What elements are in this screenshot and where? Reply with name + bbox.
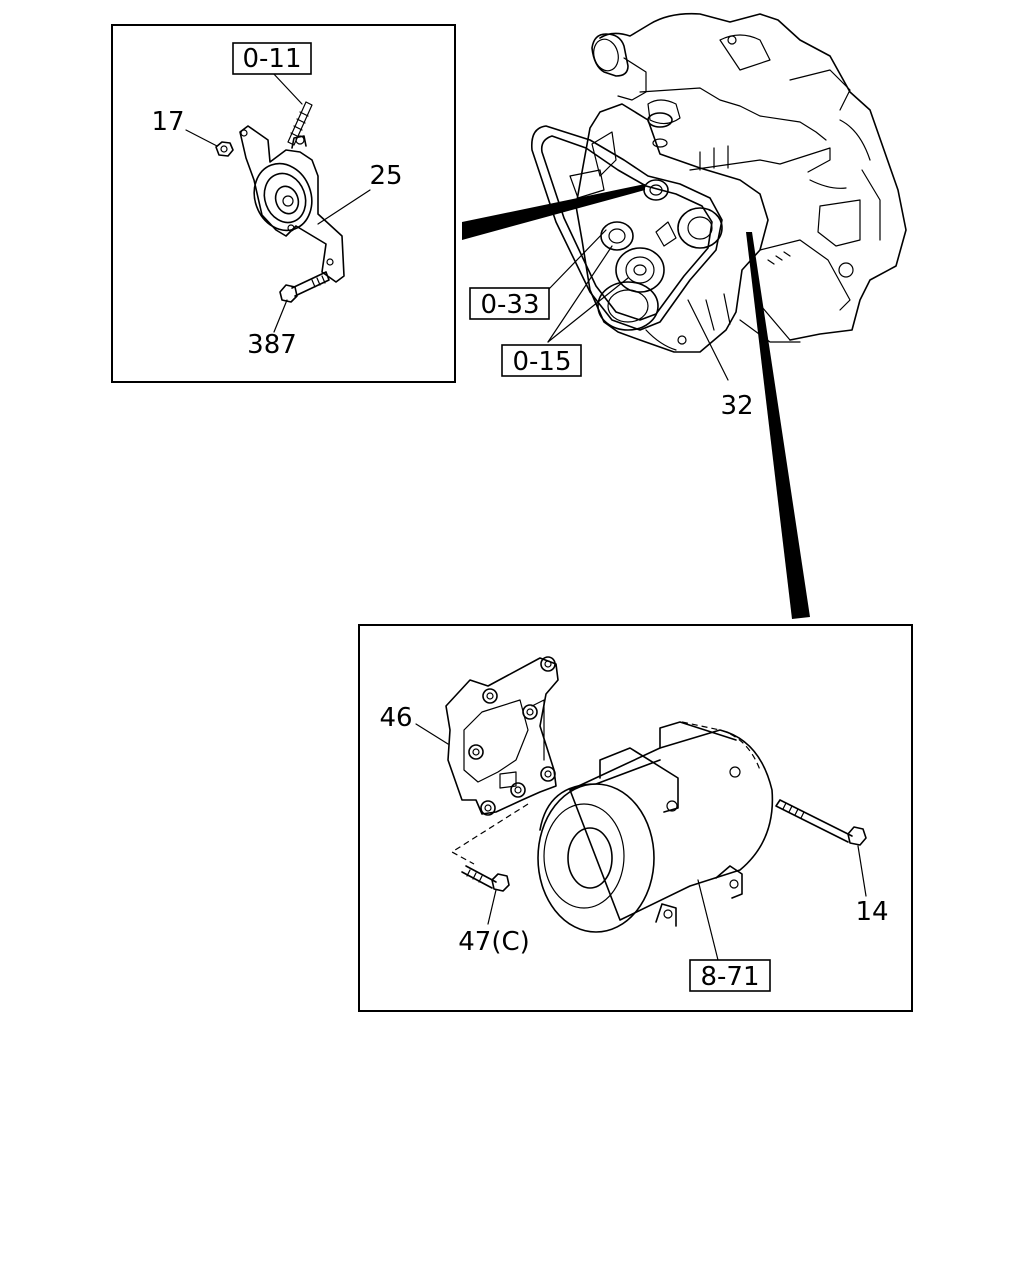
bracket-46-part [445, 656, 559, 816]
ref-box-0-11 [232, 42, 312, 75]
leader-0-15-b [547, 277, 629, 343]
leader-14 [857, 845, 867, 897]
part-25-label: 25 [369, 161, 402, 191]
ref-box-0-33 [469, 287, 550, 320]
inset-compressor-frame [358, 624, 913, 1012]
leader-387 [273, 299, 288, 333]
ref-box-8-71 [689, 959, 771, 992]
engine-assembly [530, 12, 907, 353]
bolt-387-part [279, 271, 330, 303]
ref-0-33-label: 0-33 [480, 290, 539, 320]
part-17-label: 17 [151, 107, 184, 137]
callout-wedge-compressor [746, 232, 810, 619]
ref-8-71-label: 8-71 [700, 962, 759, 992]
leader-0-11 [271, 71, 303, 105]
leader-47c [487, 889, 497, 925]
leader-8-71 [697, 879, 719, 961]
compressor-part [537, 721, 774, 933]
leader-32 [687, 299, 729, 381]
leader-46 [415, 723, 449, 745]
inset-tensioner: 0-11 17 25 387 [111, 24, 456, 383]
stud-part [287, 101, 313, 146]
part-47c-label: 47(C) [458, 927, 530, 957]
part-387-label: 387 [247, 330, 297, 360]
bolt-47c-part [461, 865, 510, 892]
ref-0-15-label: 0-15 [512, 347, 571, 377]
inset-tensioner-frame [111, 24, 456, 383]
leader-0-33 [547, 229, 607, 291]
ref-box-0-15 [501, 344, 582, 377]
ref-0-11-label: 0-11 [242, 44, 301, 74]
leader-17 [185, 129, 218, 147]
part-14-label: 14 [855, 897, 888, 927]
tensioner-assembly [239, 125, 345, 283]
leader-0-15-a [547, 245, 613, 343]
inset-compressor: 46 47(C) 14 8-71 [358, 624, 913, 1012]
part-32-label: 32 [720, 391, 753, 421]
part-46-label: 46 [379, 703, 412, 733]
nut-part [215, 141, 234, 157]
bolt-14-part [775, 799, 867, 846]
leader-25 [317, 189, 371, 225]
